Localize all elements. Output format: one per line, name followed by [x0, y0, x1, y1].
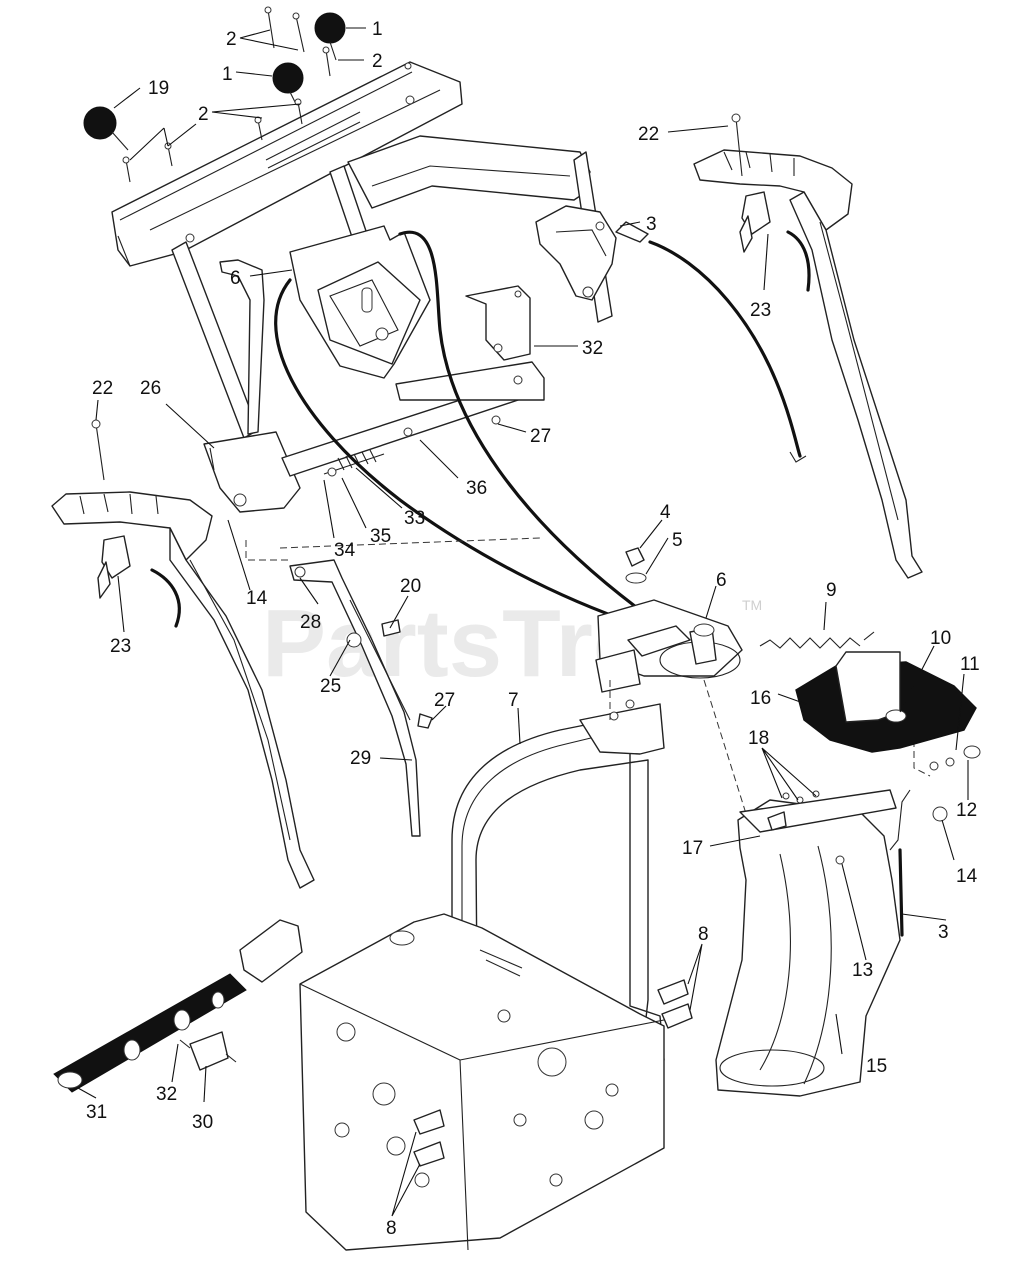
- callout-3: 3: [646, 214, 657, 235]
- callout-5: 5: [672, 530, 683, 551]
- callout-23: 23: [750, 300, 771, 321]
- chute-bracket: [595, 547, 875, 693]
- callout-6: 6: [716, 570, 727, 591]
- callout-19: 19: [148, 78, 169, 99]
- callout-15: 15: [866, 1056, 887, 1077]
- callout-11: 11: [960, 654, 980, 675]
- callout-8: 8: [386, 1218, 397, 1239]
- callout-8: 8: [698, 924, 709, 945]
- callout-30: 30: [192, 1112, 213, 1133]
- callout-3: 3: [938, 922, 949, 943]
- callout-17: 17: [682, 838, 703, 859]
- callout-22: 22: [92, 378, 113, 399]
- callout-7: 7: [508, 690, 519, 711]
- callout-29: 29: [350, 748, 371, 769]
- callout-6: 6: [230, 268, 241, 289]
- callout-13: 13: [852, 960, 873, 981]
- callout-16: 16: [750, 688, 771, 709]
- chute-control-bracket: [289, 225, 531, 379]
- callout-4: 4: [660, 502, 671, 523]
- callout-12: 12: [956, 800, 977, 821]
- callout-labels: 1 1 2 2 2 19 22 22 3 3 6 6 23 23 32 32 2…: [86, 19, 980, 1239]
- callout-2: 2: [372, 51, 383, 72]
- callout-2: 2: [226, 29, 237, 50]
- discharge-chute: [715, 651, 981, 1097]
- callout-1: 1: [222, 64, 233, 85]
- knob-1-lower: [272, 62, 304, 94]
- left-handle: [51, 419, 315, 889]
- callout-1: 1: [372, 19, 383, 40]
- shift-lever-3: [535, 205, 649, 301]
- leader-lines: [77, 27, 969, 1217]
- watermark-trademark: TM: [742, 597, 762, 613]
- callout-18: 18: [748, 728, 769, 749]
- callout-22: 22: [638, 124, 659, 145]
- callout-34: 34: [334, 540, 356, 561]
- callout-28: 28: [300, 612, 321, 633]
- callout-31: 31: [86, 1102, 107, 1123]
- callout-36: 36: [466, 478, 487, 499]
- callout-26: 26: [140, 378, 161, 399]
- callout-23: 23: [110, 636, 131, 657]
- callout-27: 27: [434, 690, 455, 711]
- knob-19: [83, 106, 117, 140]
- control-cables: [274, 230, 807, 630]
- callout-32: 32: [582, 338, 603, 359]
- shift-rods: [289, 559, 433, 837]
- right-handle: [693, 113, 923, 579]
- callout-33: 33: [404, 508, 425, 529]
- lower-shift-assembly: [203, 259, 545, 513]
- callout-14: 14: [956, 866, 978, 887]
- callout-20: 20: [400, 576, 421, 597]
- auger-control-rod: [53, 919, 303, 1093]
- callout-2: 2: [198, 104, 209, 125]
- callout-27: 27: [530, 426, 551, 447]
- shift-knobs: [83, 12, 346, 151]
- knob-1-upper: [314, 12, 346, 44]
- callout-32: 32: [156, 1084, 177, 1105]
- callout-10: 10: [930, 628, 951, 649]
- callout-9: 9: [826, 580, 837, 601]
- control-panel-assembly: [111, 61, 613, 439]
- callout-35: 35: [370, 526, 391, 547]
- callout-14: 14: [246, 588, 268, 609]
- callout-25: 25: [320, 676, 341, 697]
- gearbox-housing: [299, 913, 693, 1251]
